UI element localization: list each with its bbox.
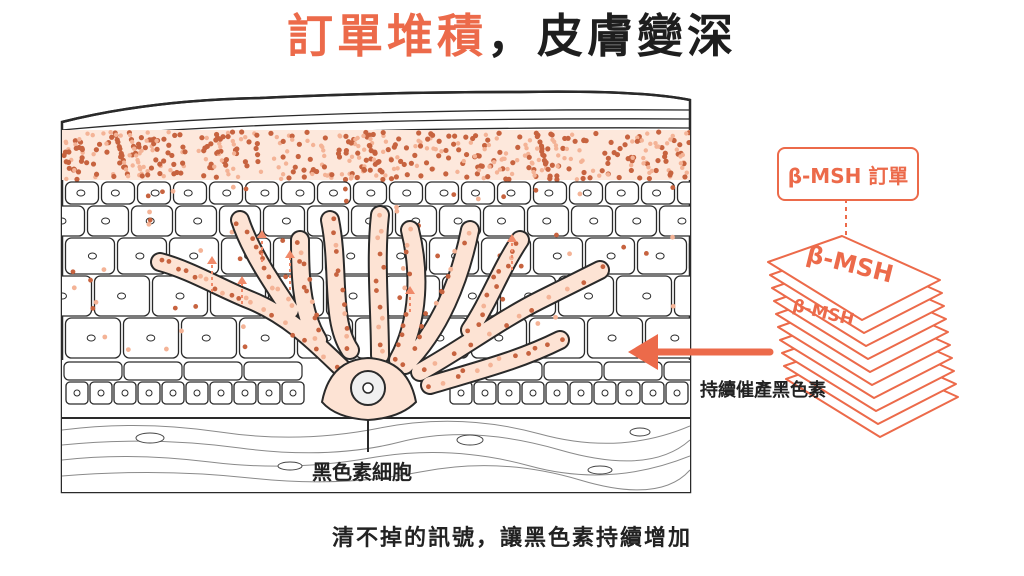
melanocyte-label: 黑色素細胞 [312,460,412,484]
dermis [62,418,690,493]
order-label-box: β-MSH 訂單 [777,147,919,201]
arrow-heads [207,230,517,294]
dermis-fibers [62,420,690,491]
pigment-dots-band [62,129,690,183]
title-accent: 訂單堆積 [287,9,487,63]
melanocyte-nucleolus [362,382,374,394]
title-rest: ，皮膚變深 [487,9,737,63]
order-sheet-stack [767,235,959,438]
promote-label: 持續催產黑色素 [700,380,826,401]
order-label: β-MSH 訂單 [787,163,909,188]
promote-arrow [628,334,774,370]
dermis-cells [135,427,651,475]
skin-surface [61,90,691,124]
page-title: 訂單堆積，皮膚變深 [0,6,1024,66]
pigment-dots-dendrites [159,212,606,393]
caption: 清不掉的訊號，讓黑色素持續增加 [331,526,692,551]
upward-arrows [211,236,513,312]
